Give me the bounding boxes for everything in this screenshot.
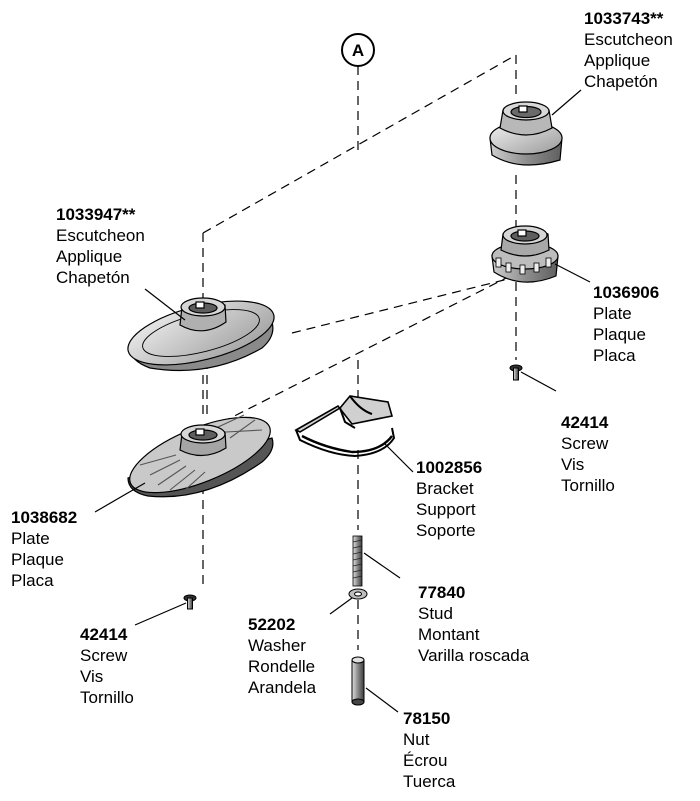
part-name-fr: Applique <box>56 247 123 266</box>
part-number: 42414 <box>561 413 609 432</box>
part-name-fr: Montant <box>418 625 480 644</box>
part-name-fr: Écrou <box>403 751 448 770</box>
part-number: 1036906 <box>593 283 660 302</box>
part-name-es: Chapetón <box>584 72 658 91</box>
part-name-fr: Rondelle <box>248 657 316 676</box>
screw-left-part <box>183 594 197 610</box>
part-name-fr: Support <box>416 500 476 519</box>
label-plate-left: 1038682 Plate Plaque Placa <box>11 507 77 591</box>
part-number: 77840 <box>418 583 466 602</box>
washer-part <box>348 588 368 600</box>
part-name-en: Escutcheon <box>584 30 673 49</box>
part-name-en: Nut <box>403 730 430 749</box>
part-name-es: Arandela <box>248 678 317 697</box>
part-name-es: Varilla roscada <box>418 646 530 665</box>
nut-part <box>351 656 365 706</box>
part-name-en: Screw <box>80 646 128 665</box>
label-escutcheon-top: 1033743** Escutcheon Applique Chapetón <box>584 8 673 92</box>
escutcheon-left-part <box>127 297 275 372</box>
label-stud: 77840 Stud Montant Varilla roscada <box>418 582 529 666</box>
part-name-fr: Vis <box>561 455 585 474</box>
plate-left-part <box>127 414 274 498</box>
label-escutcheon-left: 1033947** Escutcheon Applique Chapetón <box>56 204 145 288</box>
part-number: 42414 <box>80 625 128 644</box>
part-name-en: Screw <box>561 434 609 453</box>
part-name-es: Tuerca <box>403 772 456 791</box>
part-name-es: Chapetón <box>56 268 130 287</box>
stud-part <box>352 535 363 587</box>
part-number: 78150 <box>403 709 451 728</box>
part-name-en: Bracket <box>416 479 474 498</box>
label-nut: 78150 Nut Écrou Tuerca <box>403 708 455 792</box>
part-name-fr: Plaque <box>11 550 64 569</box>
part-name-es: Placa <box>11 571 54 590</box>
part-name-en: Escutcheon <box>56 226 145 245</box>
part-number: 1038682 <box>11 508 78 527</box>
part-number: 1002856 <box>416 458 483 477</box>
part-name-fr: Applique <box>584 51 651 70</box>
part-name-fr: Plaque <box>593 325 646 344</box>
leader-lines <box>94 89 591 713</box>
part-name-en: Plate <box>11 529 50 548</box>
plate-right-part <box>491 225 559 283</box>
callout-a-letter: A <box>352 41 364 60</box>
escutcheon-top-part <box>489 101 563 166</box>
bracket-part <box>294 395 396 458</box>
part-name-en: Washer <box>248 636 306 655</box>
callout-a: A <box>341 33 375 67</box>
part-number: 1033947** <box>56 205 136 224</box>
label-plate-right: 1036906 Plate Plaque Placa <box>593 282 659 366</box>
part-name-es: Placa <box>593 346 636 365</box>
part-name-en: Plate <box>593 304 632 323</box>
label-washer: 52202 Washer Rondelle Arandela <box>248 614 316 698</box>
part-name-es: Soporte <box>416 521 476 540</box>
label-screw-left: 42414 Screw Vis Tornillo <box>80 624 134 708</box>
part-number: 1033743** <box>584 9 664 28</box>
part-name-en: Stud <box>418 604 453 623</box>
label-bracket: 1002856 Bracket Support Soporte <box>416 457 482 541</box>
part-name-fr: Vis <box>80 667 104 686</box>
label-screw-right: 42414 Screw Vis Tornillo <box>561 412 615 496</box>
part-name-es: Tornillo <box>80 688 134 707</box>
screw-right-part <box>509 364 523 381</box>
part-number: 52202 <box>248 615 296 634</box>
part-name-es: Tornillo <box>561 476 615 495</box>
